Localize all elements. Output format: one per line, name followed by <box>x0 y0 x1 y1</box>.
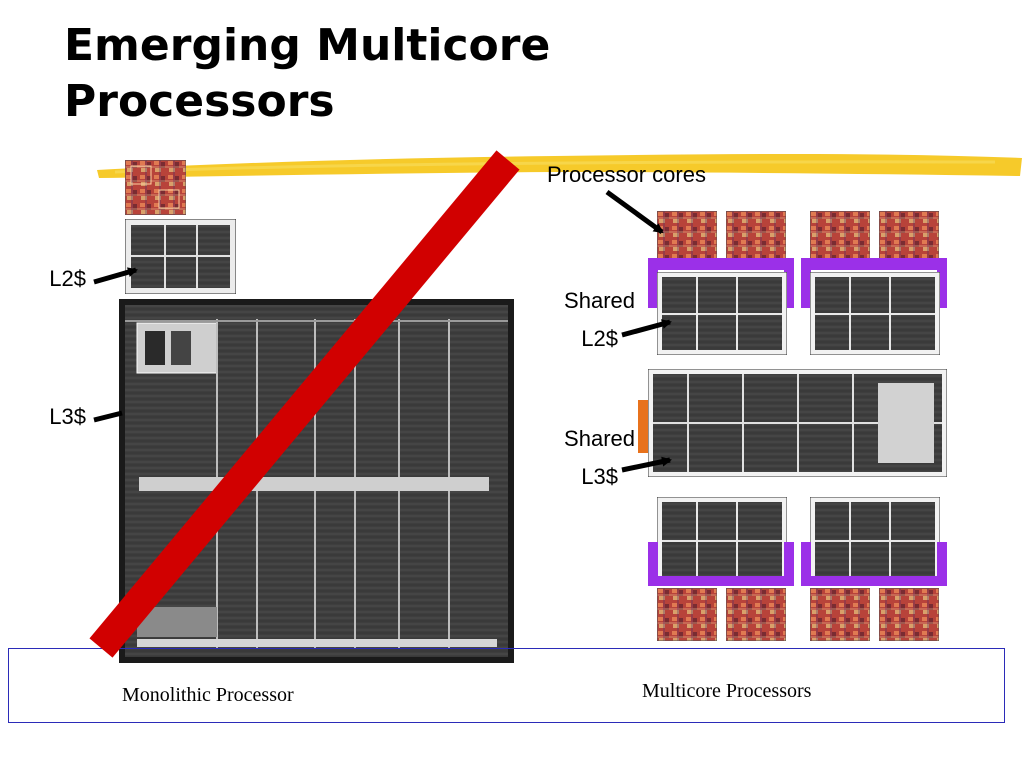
shared-l3-label-line-1: Shared <box>564 426 635 451</box>
bracket-top-right-side-b <box>937 258 947 308</box>
core-die-top-3 <box>810 211 870 264</box>
bracket-top-left <box>648 258 794 270</box>
processor-cores-label: Processor cores <box>547 162 706 187</box>
bracket-top-right <box>801 258 947 270</box>
multicore-caption: Multicore Processors <box>642 680 812 702</box>
shared-l2-die-bottom-1 <box>657 497 787 583</box>
title-line-1: Emerging Multicore <box>64 20 551 71</box>
bracket-top-left-side-b <box>784 258 794 308</box>
core-die-top-1 <box>657 211 717 264</box>
bracket-bottom-left <box>648 576 794 586</box>
shared-l3-label-line-2: L3$ <box>581 464 618 489</box>
bracket-top-left-side-a <box>648 258 658 308</box>
shared-l2-label-line-1: Shared <box>564 288 635 313</box>
core-die-top-4 <box>879 211 939 264</box>
monolithic-l3-die <box>119 299 514 663</box>
monolithic-l2-die <box>125 219 236 294</box>
l3-arrow-icon <box>93 410 123 423</box>
bracket-bottom-right-side-b <box>937 542 947 586</box>
shared-l2-die-bottom-2 <box>810 497 940 583</box>
l3-marker <box>638 400 649 453</box>
bracket-bottom-left-side-b <box>784 542 794 586</box>
core-die-bottom-3 <box>810 588 870 641</box>
shared-l2-die-top-1 <box>657 272 787 355</box>
monolithic-core-die <box>125 160 186 215</box>
shared-l3-die <box>648 369 947 477</box>
core-die-top-2 <box>726 211 786 264</box>
title-line-2: Processors <box>64 76 335 127</box>
monolithic-caption: Monolithic Processor <box>122 684 294 706</box>
core-die-bottom-1 <box>657 588 717 641</box>
bracket-bottom-right-side-a <box>801 542 811 586</box>
bracket-top-right-side-a <box>801 258 811 308</box>
cores-arrow-icon <box>605 189 664 235</box>
shared-l2-label-line-2: L2$ <box>581 326 618 351</box>
bracket-bottom-left-side-a <box>648 542 658 586</box>
core-die-bottom-4 <box>879 588 939 641</box>
bracket-bottom-right <box>801 576 947 586</box>
l2-cache-label: L2$ <box>49 266 86 291</box>
slide-title: Emerging Multicore Processors <box>64 18 550 130</box>
l3-cache-label: L3$ <box>49 404 86 429</box>
shared-l2-die-top-2 <box>810 272 940 355</box>
core-die-bottom-2 <box>726 588 786 641</box>
